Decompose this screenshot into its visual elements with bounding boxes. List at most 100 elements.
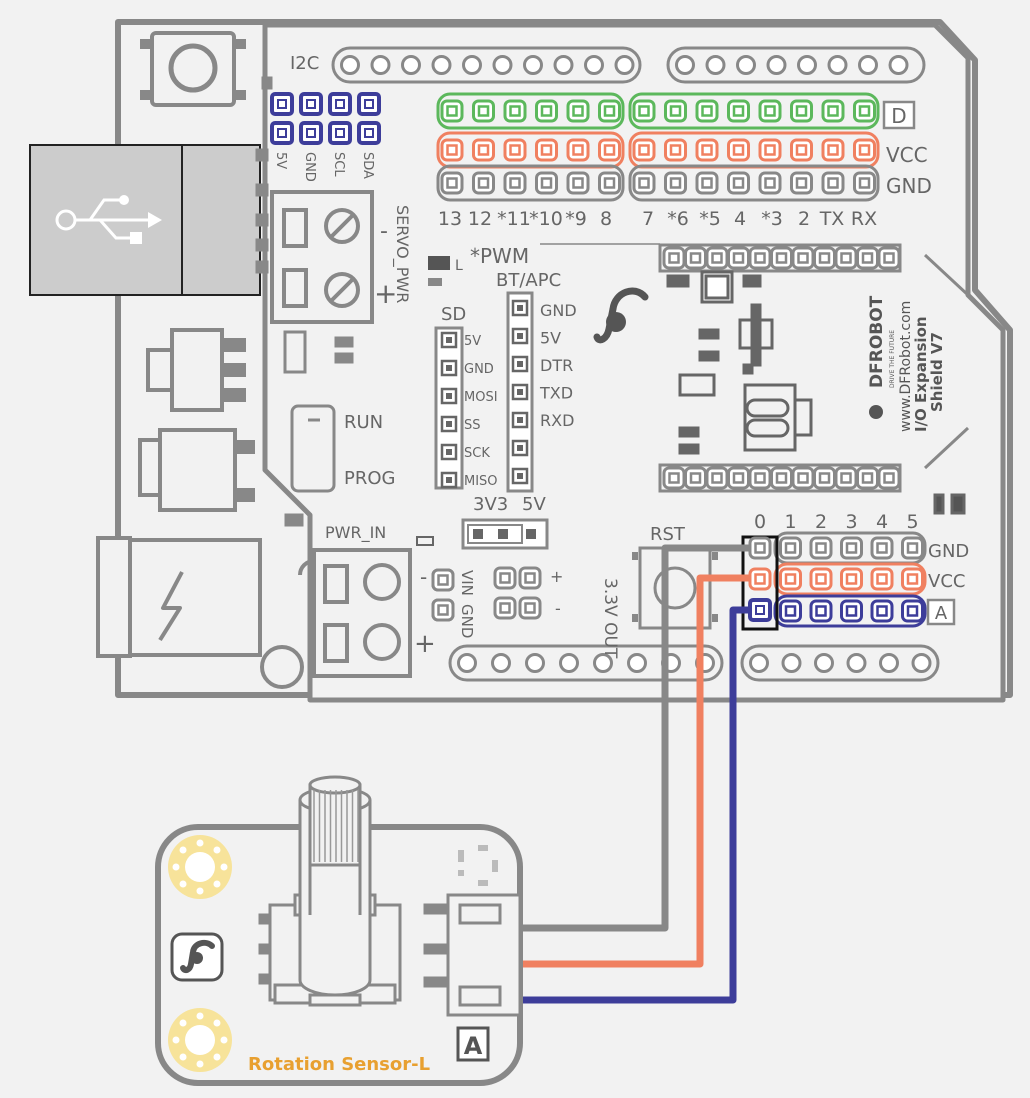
rst-button[interactable] <box>632 546 718 630</box>
i2c-pin-label: SDA <box>360 152 375 179</box>
servo-power-terminal <box>270 190 374 324</box>
vcc-pin <box>664 138 687 162</box>
i2c-pin <box>299 121 323 145</box>
header-hole <box>614 55 635 75</box>
sd-pin-label: MISO <box>464 474 498 489</box>
vcc-pin <box>566 138 590 162</box>
analog-gnd-pin <box>840 536 863 560</box>
3v3-label: 3V3 <box>473 494 508 515</box>
i2c-pin <box>270 121 294 145</box>
brand-website: www.DFRobot.com <box>898 301 914 432</box>
rotation-icon <box>458 845 498 886</box>
header-pin <box>834 466 858 490</box>
header-hole <box>492 55 513 75</box>
vin-plus: + <box>550 567 563 586</box>
gnd-pin <box>821 171 845 195</box>
header-hole <box>627 653 647 673</box>
led-l-label: L <box>455 258 463 274</box>
gnd-pin <box>472 171 495 195</box>
digital-pin <box>727 99 750 123</box>
digital-pin-label: *10 <box>529 208 563 230</box>
gnd-pin <box>758 171 782 195</box>
digital-row-label-box <box>882 100 916 130</box>
vin-label: VIN <box>458 570 476 596</box>
gnd-pin <box>790 171 813 195</box>
i2c-side-components <box>255 76 273 274</box>
sd-pin <box>440 387 458 405</box>
header-pin <box>684 466 707 490</box>
bt-apc-pin <box>511 299 529 317</box>
bt-apc-pin <box>511 467 529 485</box>
header-hole <box>814 653 834 673</box>
sensor-name: Rotation Sensor-L <box>248 1054 430 1075</box>
voltage-regulator <box>146 328 246 412</box>
gnd-pin <box>632 171 656 195</box>
potentiometer[interactable] <box>258 775 402 1007</box>
digital-pin-label: 7 <box>642 208 654 230</box>
gnd-row-label: GND <box>886 174 932 198</box>
header-hole <box>749 653 769 673</box>
header-hole <box>431 55 452 75</box>
shield-branding: DFROBOT DRIVE THE FUTURE www.DFRobot.com… <box>867 295 946 432</box>
gnd-pin <box>853 171 876 195</box>
header-pin <box>813 466 836 490</box>
digital-pin-label: 13 <box>438 208 462 230</box>
voltage-jumper[interactable] <box>461 518 549 550</box>
gnd-pin <box>664 171 687 195</box>
vin-gnd-pin <box>431 568 455 592</box>
header-hole <box>525 653 545 673</box>
header-hole <box>675 55 695 75</box>
vcc-pin <box>535 138 558 162</box>
header-pin <box>877 246 901 270</box>
digital-pin-label: *3 <box>761 208 783 230</box>
bt-apc-pin-label: 5V <box>540 329 561 348</box>
sd-pin-label: 5V <box>464 334 481 349</box>
sd-pin <box>440 471 458 489</box>
header-hole <box>705 55 726 75</box>
sd-pin <box>440 415 458 433</box>
prog-label: PROG <box>344 468 395 489</box>
gnd-pin <box>566 171 590 195</box>
bt-apc-pin-label: DTR <box>540 356 573 375</box>
pwr-in-plus: + <box>414 629 436 659</box>
gnd-pin <box>440 171 464 195</box>
analog-signal-pin <box>901 599 924 623</box>
analog-pin-number: 2 <box>815 511 827 533</box>
analog-gnd-pin <box>809 536 833 560</box>
i2c-pin-label: GND <box>302 152 317 182</box>
sd-pin-label: SCK <box>464 446 490 461</box>
wire-signal <box>520 606 760 1004</box>
header-pin <box>770 246 793 270</box>
header-hole <box>911 653 932 673</box>
digital-pin-label: 4 <box>734 208 746 230</box>
vcc-pin <box>440 138 464 162</box>
digital-row-label: D <box>891 104 906 128</box>
base-reset-button[interactable] <box>140 31 246 107</box>
analog-vcc-pin <box>901 567 924 591</box>
run-label: RUN <box>344 412 383 433</box>
header-hole <box>736 55 756 75</box>
vcc-pin <box>695 138 719 162</box>
bt-apc-pin-label: TXD <box>539 384 573 403</box>
power-regulator <box>138 428 255 512</box>
digital-pin <box>821 99 845 123</box>
product-name: I/O Expansion <box>912 316 930 432</box>
vin-gnd-label: GND <box>458 604 476 638</box>
header-pin <box>856 466 879 490</box>
bt-apc-pin <box>511 383 529 401</box>
sensor-connector <box>423 893 522 1017</box>
sd-label: SD <box>441 304 466 325</box>
header-pin <box>791 466 815 490</box>
header-pin <box>813 246 836 270</box>
digital-pin-label: 2 <box>798 208 810 230</box>
bt-apc-pin-label: RXD <box>540 411 574 430</box>
vcc-pin <box>758 138 782 162</box>
brand-tagline: DRIVE THE FUTURE <box>889 330 896 388</box>
header-hole <box>846 653 867 673</box>
digital-pin <box>472 99 495 123</box>
header-pin <box>748 466 772 490</box>
dc-barrel-jack <box>96 536 304 689</box>
analog-vcc-pin <box>840 567 863 591</box>
